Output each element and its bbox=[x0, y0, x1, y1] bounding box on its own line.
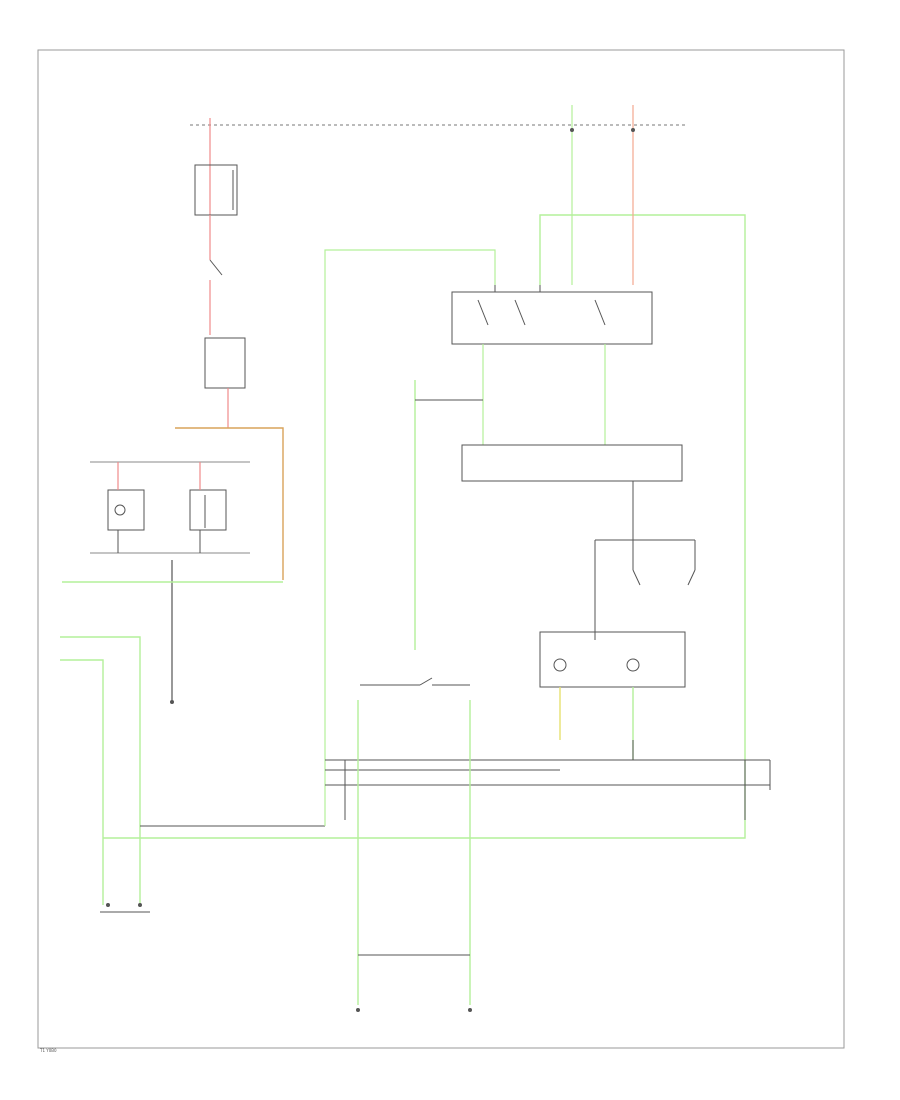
connector-left-a-icon bbox=[106, 903, 110, 907]
connector-left-b-icon bbox=[138, 903, 142, 907]
left-supply-circuit bbox=[90, 118, 284, 704]
bulb-indicator-left-icon bbox=[553, 658, 567, 672]
lamp-right bbox=[189, 489, 227, 531]
ground-point-icon bbox=[170, 700, 174, 704]
diagram-frame bbox=[37, 49, 845, 1049]
fuse-b-icon bbox=[631, 128, 635, 132]
fuse-a-icon bbox=[570, 128, 574, 132]
right-supply-circuit bbox=[570, 105, 635, 285]
page-code: T1 Y0B0 bbox=[39, 1048, 57, 1053]
indicator-module bbox=[539, 631, 686, 760]
switch-contact-upper bbox=[209, 259, 223, 276]
ground-point-bottom-left-icon bbox=[356, 1008, 360, 1012]
combination-switch bbox=[451, 285, 653, 345]
orange-wire-loop bbox=[175, 427, 284, 580]
relay-lower bbox=[204, 337, 246, 389]
gray-wire-switch-feed bbox=[324, 249, 496, 826]
control-module bbox=[461, 444, 683, 482]
bulb-left-icon bbox=[114, 504, 126, 516]
ground-bus-bars bbox=[325, 740, 771, 820]
relay-upper bbox=[194, 164, 238, 216]
green-bus-bottom bbox=[103, 214, 746, 839]
bulb-indicator-right-icon bbox=[626, 658, 640, 672]
lamp-left bbox=[107, 489, 145, 531]
ground-point-bottom-right-icon bbox=[468, 1008, 472, 1012]
left-sensor-wiring bbox=[60, 636, 150, 913]
lower-relay-fork bbox=[594, 539, 696, 640]
